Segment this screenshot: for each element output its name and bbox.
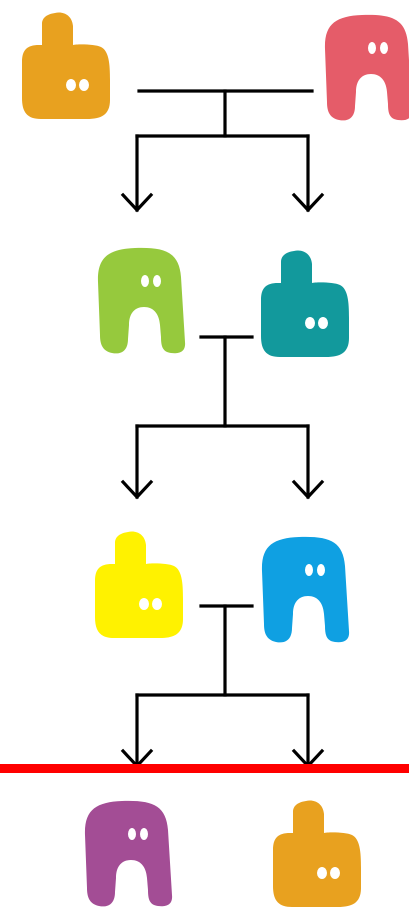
generation-4-left-creature [84, 800, 173, 907]
generation-3-right-creature [261, 536, 350, 643]
eye [153, 275, 161, 287]
eye [305, 564, 313, 576]
left-arrowhead [120, 192, 154, 213]
right-arrowhead [291, 192, 325, 213]
eye [368, 42, 376, 54]
eye [152, 598, 162, 610]
eye [317, 564, 325, 576]
generation-1-left-creature [22, 12, 110, 120]
arch-shape-body [261, 536, 350, 643]
eye [380, 42, 388, 54]
key-shape-body [273, 800, 361, 907]
key-shape-body [22, 12, 110, 120]
eye [128, 828, 136, 840]
generation-2-right-creature [261, 250, 349, 357]
arch-shape-body [84, 800, 173, 907]
arch-shape-body [97, 247, 186, 354]
eye [66, 79, 76, 91]
eye [139, 598, 149, 610]
eye [318, 317, 328, 329]
eye [140, 828, 148, 840]
generation-4-right-creature [273, 800, 361, 907]
generation-1-right-creature [324, 14, 409, 121]
eye [317, 867, 327, 879]
cross-connector-1 [120, 89, 325, 213]
generation-3-left-creature [95, 531, 183, 638]
eye [330, 867, 340, 879]
eye [141, 275, 149, 287]
eye [305, 317, 315, 329]
cross-connector-2 [120, 335, 325, 500]
cross-connector-3 [120, 604, 325, 769]
key-shape-body [95, 531, 183, 638]
left-arrowhead [120, 479, 154, 500]
arch-shape-body [324, 14, 409, 121]
generation-2-left-creature [97, 247, 186, 354]
eye [79, 79, 89, 91]
right-arrowhead [291, 479, 325, 500]
red-divider-line [0, 764, 409, 773]
key-shape-body [261, 250, 349, 357]
